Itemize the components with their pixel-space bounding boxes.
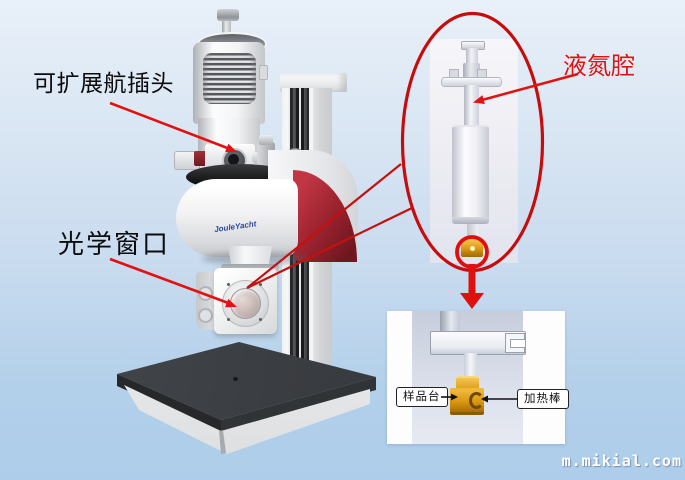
plug-label: 可扩展航插头 xyxy=(33,70,174,96)
flange-screw xyxy=(227,318,230,321)
ln2-knob-stem xyxy=(466,48,478,64)
ln2-lower-rod xyxy=(467,224,478,240)
aviation-plug-port xyxy=(228,154,239,165)
ln2-gold-tip-hole xyxy=(470,246,475,251)
top-plunger-cap xyxy=(217,9,239,21)
ln2-chamber-label: 液氮腔 xyxy=(563,53,635,80)
cube-side-port xyxy=(198,286,213,301)
stand-column-cap xyxy=(280,73,347,92)
cylinder-side-tab xyxy=(259,65,268,80)
sample-stage-callout: 样品台 xyxy=(396,387,448,407)
top-plunger-rod xyxy=(222,18,231,44)
valve-knob xyxy=(259,135,273,145)
ln2-shaft xyxy=(464,85,479,126)
optical-window-glass xyxy=(230,288,261,319)
arm-housing xyxy=(176,179,298,257)
cube-side-port xyxy=(198,308,213,323)
inset-clamp-slot xyxy=(510,339,525,348)
red-connector-piece xyxy=(194,151,208,166)
inset-vertical-rod xyxy=(464,353,477,378)
optical-window-label: 光学窗口 xyxy=(58,229,171,259)
down-arrow-icon xyxy=(460,293,484,309)
sample-stage-gold-neck xyxy=(456,376,479,391)
flange-screw xyxy=(227,283,230,286)
ln2-cylinder-rim xyxy=(452,217,489,224)
ln2-chamber-cylinder xyxy=(452,125,489,220)
cooling-fins xyxy=(203,53,256,104)
heater-hole-mark xyxy=(469,392,484,409)
flange-screw xyxy=(259,318,262,321)
base-plate-hole xyxy=(233,377,238,381)
watermark-text: m.mikial.com xyxy=(561,452,682,470)
flange-screw xyxy=(259,283,262,286)
inset-upper-shaft xyxy=(440,311,460,332)
heating-rod-callout: 加热棒 xyxy=(517,389,569,409)
